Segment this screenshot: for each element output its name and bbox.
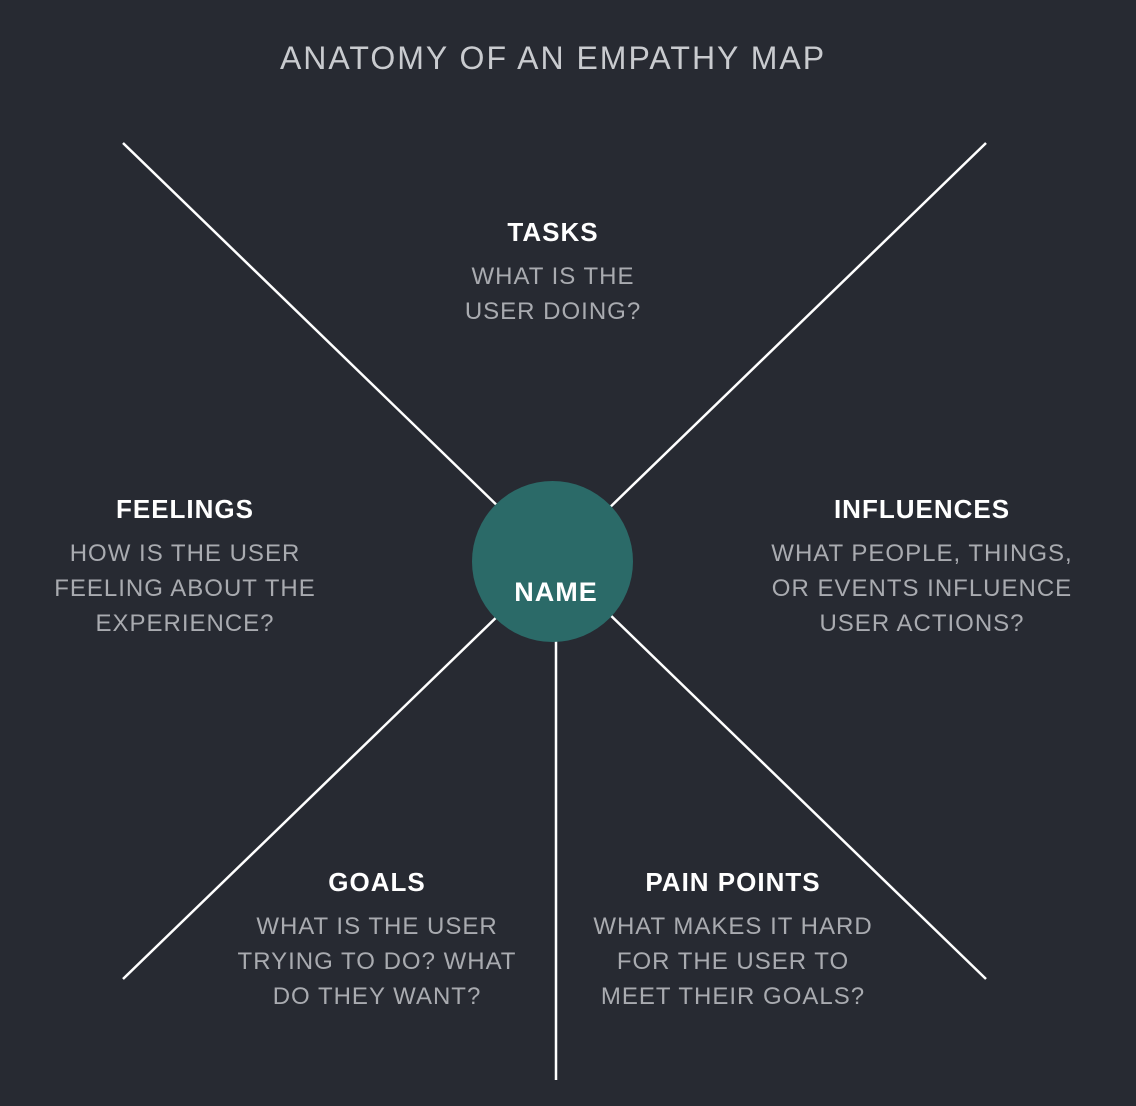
section-pain-points: PAIN POINTS WHAT MAKES IT HARD FOR THE U… bbox=[553, 865, 913, 1014]
section-body: HOW IS THE USER FEELING ABOUT THE EXPERI… bbox=[54, 540, 316, 637]
section-body: WHAT MAKES IT HARD FOR THE USER TO MEET … bbox=[593, 913, 873, 1010]
center-circle bbox=[472, 481, 633, 642]
section-body: WHAT IS THE USER TRYING TO DO? WHAT DO T… bbox=[237, 913, 517, 1010]
section-heading: PAIN POINTS bbox=[645, 867, 821, 897]
section-heading: TASKS bbox=[507, 217, 599, 247]
section-heading: INFLUENCES bbox=[833, 494, 1011, 524]
page-title: ANATOMY OF AN EMPATHY MAP bbox=[279, 40, 827, 76]
section-goals: GOALS WHAT IS THE USER TRYING TO DO? WHA… bbox=[197, 865, 557, 1014]
section-body: WHAT PEOPLE, THINGS, OR EVENTS INFLUENCE… bbox=[771, 540, 1073, 637]
section-body: WHAT IS THE USER DOING? bbox=[464, 263, 642, 325]
section-tasks: TASKS WHAT IS THE USER DOING? bbox=[373, 215, 733, 329]
section-feelings: FEELINGS HOW IS THE USER FEELING ABOUT T… bbox=[5, 492, 365, 641]
section-heading: GOALS bbox=[328, 867, 426, 897]
center-label: NAME bbox=[514, 577, 598, 607]
section-heading: FEELINGS bbox=[115, 494, 254, 524]
section-influences: INFLUENCES WHAT PEOPLE, THINGS, OR EVENT… bbox=[742, 492, 1102, 641]
